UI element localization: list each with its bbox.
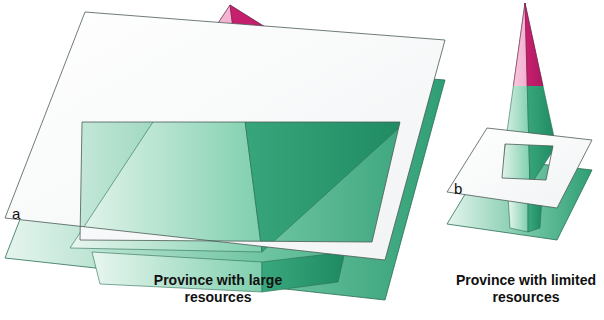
- plane-letter: b: [454, 180, 462, 197]
- figure-caption: Province with limited resources: [455, 272, 597, 306]
- plane-letter: a: [12, 205, 20, 222]
- figure-caption: Province with large resources: [150, 272, 286, 306]
